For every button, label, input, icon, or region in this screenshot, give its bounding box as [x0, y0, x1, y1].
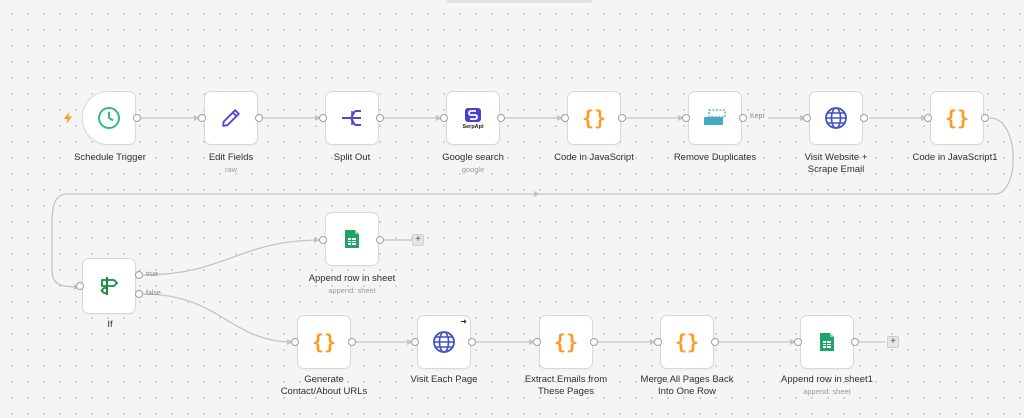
remove-duplicates-icon	[704, 109, 726, 125]
output-port[interactable]	[376, 236, 384, 244]
sheets-icon	[820, 333, 834, 351]
node-generate-contact-about-urls[interactable]: {}	[297, 315, 351, 369]
arrow-right-icon[interactable]: ➜	[460, 317, 467, 326]
serpapi-logo-text: SerpApi	[462, 123, 484, 130]
braces-icon: {}	[581, 106, 607, 130]
node-visit-website-scrape-email[interactable]	[809, 91, 863, 145]
edge-if-true	[142, 239, 321, 276]
input-port[interactable]	[411, 338, 419, 346]
node-label: If	[107, 319, 113, 330]
edge-label-false: false	[146, 290, 161, 297]
sheets-icon	[345, 230, 359, 248]
node-if[interactable]	[82, 258, 136, 314]
split-icon	[342, 110, 361, 126]
node-code-in-javascript1[interactable]: {}	[930, 91, 984, 145]
input-port[interactable]	[319, 236, 327, 244]
node-extract-emails[interactable]: {}	[539, 315, 593, 369]
output-port[interactable]	[133, 114, 141, 122]
node-subtitle: append: sheet	[328, 286, 376, 295]
node-label: Code in JavaScript	[554, 152, 634, 163]
output-port[interactable]	[618, 114, 626, 122]
output-port[interactable]	[860, 114, 868, 122]
output-port[interactable]	[711, 338, 719, 346]
output-port-false[interactable]	[135, 290, 143, 298]
node-label: Merge All Pages Back Into One Row	[640, 374, 734, 397]
node-label: Remove Duplicates	[673, 152, 757, 163]
clock-icon	[98, 107, 120, 129]
output-port[interactable]	[376, 114, 384, 122]
node-label: Append row in sheet	[308, 273, 396, 284]
braces-icon: {}	[553, 330, 579, 354]
node-google-search[interactable]: SerpApi	[446, 91, 500, 145]
node-subtitle: google	[461, 165, 485, 174]
braces-icon: {}	[674, 330, 700, 354]
input-port[interactable]	[803, 114, 811, 122]
output-port[interactable]	[348, 338, 356, 346]
output-port[interactable]	[255, 114, 263, 122]
input-port[interactable]	[654, 338, 662, 346]
input-port[interactable]	[794, 338, 802, 346]
input-port[interactable]	[561, 114, 569, 122]
node-subtitle: raw	[224, 165, 238, 174]
input-port[interactable]	[682, 114, 690, 122]
node-label: Visit Each Page	[410, 374, 478, 385]
node-append-row-in-sheet1[interactable]	[800, 315, 854, 369]
edge-label-true: true	[146, 271, 159, 278]
top-scroll-indicator	[447, 0, 592, 3]
node-label: Visit Website + Scrape Email	[804, 152, 868, 175]
node-label: Code in JavaScript1	[912, 152, 998, 163]
output-port[interactable]	[851, 338, 859, 346]
output-port-true[interactable]	[135, 271, 143, 279]
braces-icon: {}	[311, 330, 337, 354]
node-visit-each-page[interactable]: ➜	[417, 315, 471, 369]
input-port[interactable]	[440, 114, 448, 122]
braces-icon: {}	[944, 106, 970, 130]
node-label: Google search	[442, 152, 504, 163]
node-subtitle: append: sheet	[803, 387, 851, 396]
edge-if-false	[142, 293, 294, 343]
input-port[interactable]	[76, 282, 84, 290]
edge-label-kept: Kept	[750, 113, 765, 120]
output-port[interactable]	[468, 338, 476, 346]
node-label: Schedule Trigger	[74, 152, 146, 163]
output-port[interactable]	[981, 114, 989, 122]
output-port[interactable]	[497, 114, 505, 122]
node-label: Split Out	[333, 152, 371, 163]
node-split-out[interactable]	[325, 91, 379, 145]
input-port[interactable]	[291, 338, 299, 346]
signpost-icon	[100, 277, 119, 295]
node-label: Edit Fields	[208, 152, 254, 163]
output-port[interactable]	[590, 338, 598, 346]
input-port[interactable]	[924, 114, 932, 122]
node-edit-fields[interactable]	[204, 91, 258, 145]
node-label: Append row in sheet1	[781, 374, 873, 385]
node-label: Extract Emails from These Pages	[524, 374, 608, 397]
pencil-icon	[222, 109, 240, 127]
add-node-button[interactable]: +	[412, 234, 424, 246]
output-port-kept[interactable]	[739, 114, 747, 122]
input-port[interactable]	[198, 114, 206, 122]
node-code-in-javascript[interactable]: {}	[567, 91, 621, 145]
node-append-row-in-sheet[interactable]	[325, 212, 379, 266]
serpapi-logo-icon	[465, 107, 481, 122]
node-schedule-trigger[interactable]	[82, 91, 136, 145]
input-port[interactable]	[319, 114, 327, 122]
input-port[interactable]	[533, 338, 541, 346]
node-remove-duplicates[interactable]	[688, 91, 742, 145]
add-node-button[interactable]: +	[887, 336, 899, 348]
node-label: Generate Contact/About URLs	[280, 374, 368, 397]
edge-code2-if	[51, 117, 1014, 288]
globe-icon	[433, 331, 455, 353]
trigger-lightning-icon	[64, 112, 72, 124]
globe-icon	[825, 107, 847, 129]
node-merge-all-pages[interactable]: {}	[660, 315, 714, 369]
